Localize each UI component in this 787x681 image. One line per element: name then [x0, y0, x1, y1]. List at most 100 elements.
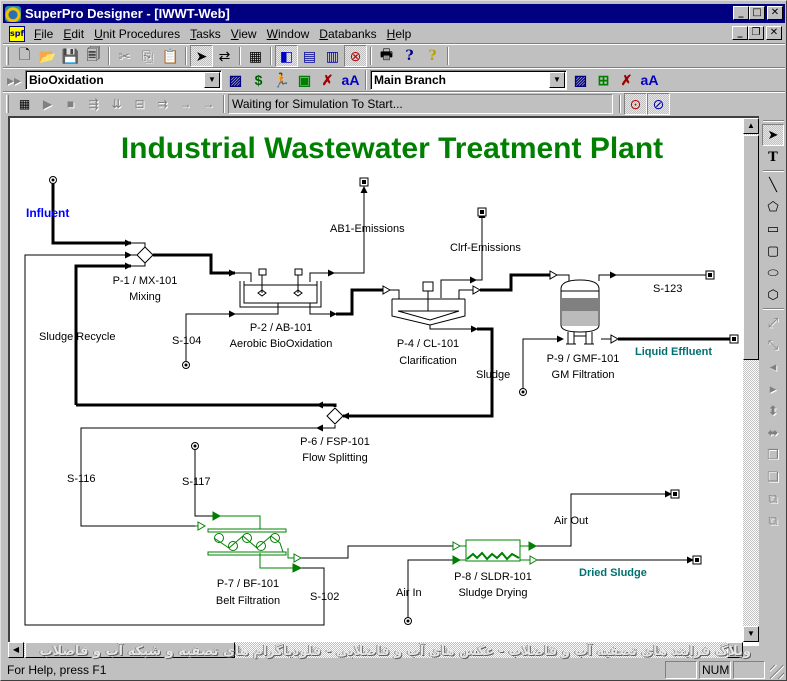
- step-procedure-icon[interactable]: ⇊: [111, 97, 122, 111]
- text-tool-icon[interactable]: T: [768, 149, 778, 165]
- sink-clrf-icon[interactable]: [477, 207, 487, 217]
- menu-tasks[interactable]: Tasks: [190, 26, 221, 41]
- section-labor-icon[interactable]: 🏃: [272, 71, 291, 88]
- stream-clarified-water[interactable]: [480, 273, 550, 292]
- new-branch-icon[interactable]: ⊞: [597, 71, 610, 88]
- select-arrow-icon[interactable]: ➤: [762, 124, 784, 146]
- source-gmf-icon[interactable]: [519, 388, 527, 396]
- delete-branch-icon[interactable]: ✗: [620, 71, 633, 88]
- rename-section-icon[interactable]: aA: [341, 72, 360, 88]
- stream-gmf-wash[interactable]: [522, 338, 563, 392]
- mdi-close-button[interactable]: ✕: [766, 26, 782, 40]
- paste-icon[interactable]: 📋: [161, 47, 180, 64]
- document-icon[interactable]: spf: [9, 25, 25, 42]
- stream-s102-return[interactable]: [24, 254, 131, 619]
- menu-unit-procedures[interactable]: Unit Procedures: [94, 26, 181, 41]
- step-section-icon[interactable]: ⊟: [134, 97, 145, 111]
- stream-influent[interactable]: [51, 183, 131, 245]
- step-into-icon[interactable]: →: [179, 97, 192, 111]
- stream-air-in[interactable]: [407, 559, 453, 621]
- line-tool-icon[interactable]: ╲: [769, 177, 777, 192]
- select-pointer-icon[interactable]: ➤: [190, 45, 213, 67]
- section-select[interactable]: BioOxidation ▼: [25, 70, 222, 90]
- polyline-tool-icon[interactable]: ⬠: [767, 199, 779, 214]
- rename-branch-icon[interactable]: aA: [640, 72, 659, 88]
- resize-grip[interactable]: [770, 665, 784, 679]
- flowsheet-canvas[interactable]: Industrial Wastewater Treatment Plant: [8, 116, 759, 646]
- toolbar-grip[interactable]: [6, 95, 9, 113]
- rounded-rect-tool-icon[interactable]: ▢: [766, 243, 780, 258]
- scroll-right-button[interactable]: ▶: [727, 642, 743, 658]
- breakpoint-clear-icon[interactable]: ⊘: [647, 93, 670, 115]
- sink-ab1-icon[interactable]: [359, 177, 369, 187]
- save-icon[interactable]: 💾: [61, 47, 80, 64]
- vertical-scrollbar[interactable]: ▲ ▼: [743, 118, 759, 642]
- stream-ab1-emissions[interactable]: [309, 187, 365, 282]
- align-horizontal-icon[interactable]: ⬌: [767, 425, 779, 440]
- scroll-down-button[interactable]: ▼: [743, 626, 759, 642]
- horizontal-scrollbar[interactable]: ◀ ▶: [8, 642, 743, 658]
- stream-sludge[interactable]: [343, 327, 494, 418]
- sink-air-out-icon[interactable]: [670, 489, 680, 499]
- section-properties-icon[interactable]: ▨: [228, 71, 243, 88]
- help-icon[interactable]: ?: [428, 48, 437, 64]
- toolbar-expand-icon[interactable]: ▸▸: [6, 71, 22, 88]
- source-s117-icon[interactable]: [191, 442, 199, 450]
- align-vertical-icon[interactable]: ⬍: [767, 403, 779, 418]
- stream-sludge-recycle[interactable]: [74, 264, 131, 405]
- source-influent-icon[interactable]: [49, 176, 57, 184]
- solve-mb-icon[interactable]: ▦: [18, 97, 31, 111]
- run-icon[interactable]: ▶: [42, 97, 53, 111]
- stream-mixer-out[interactable]: [153, 253, 235, 275]
- branch-properties-icon[interactable]: ▨: [573, 71, 588, 88]
- scroll-left-button[interactable]: ◀: [8, 642, 24, 658]
- breakpoint-set-icon[interactable]: ⊙: [624, 93, 647, 115]
- vertical-scroll-thumb[interactable]: [743, 135, 759, 360]
- section-cost-icon[interactable]: $: [254, 72, 263, 88]
- equipment-table-icon[interactable]: ▥: [325, 47, 340, 64]
- calculator-icon[interactable]: ▦: [248, 47, 263, 64]
- mdi-minimize-button[interactable]: _: [732, 26, 748, 40]
- delete-table-icon[interactable]: ⊗: [344, 45, 367, 67]
- clarifier-icon[interactable]: [391, 281, 466, 326]
- stream-s104[interactable]: [185, 313, 235, 365]
- stream-sludge-recycle-out[interactable]: [76, 403, 337, 407]
- context-help-icon[interactable]: ?: [405, 48, 414, 64]
- stream-air-out[interactable]: [533, 493, 671, 547]
- menu-edit[interactable]: Edit: [63, 26, 85, 41]
- group-icon[interactable]: ⧉: [768, 491, 778, 506]
- rectangle-tool-icon[interactable]: ▭: [766, 221, 780, 236]
- sink-liquid-effluent-icon[interactable]: [729, 334, 739, 344]
- send-back-icon[interactable]: ❏: [767, 469, 779, 484]
- new-icon[interactable]: 🗋: [18, 46, 31, 62]
- stop-icon[interactable]: ■: [66, 97, 75, 111]
- section-dropdown-icon[interactable]: ▼: [204, 72, 220, 88]
- granular-media-filter-icon[interactable]: [560, 279, 600, 345]
- connect-streams-icon[interactable]: ⇄: [218, 47, 231, 64]
- minimize-button[interactable]: _: [733, 6, 749, 20]
- flow-splitter-icon[interactable]: [326, 407, 344, 425]
- menu-view[interactable]: View: [230, 26, 257, 41]
- stream-aerobic-out[interactable]: [336, 288, 383, 316]
- stream-s123[interactable]: [598, 274, 706, 281]
- save-all-icon[interactable]: 🗐: [86, 46, 101, 62]
- stream-belt-cake[interactable]: [301, 545, 468, 559]
- branch-select[interactable]: Main Branch ▼: [370, 70, 567, 90]
- copy-icon[interactable]: ⎘: [141, 47, 154, 64]
- connect-icon[interactable]: ⤢: [767, 315, 779, 330]
- sink-s123-icon[interactable]: [705, 270, 715, 280]
- mixer-unit-icon[interactable]: [136, 246, 154, 264]
- menu-file[interactable]: File: [34, 26, 54, 41]
- toggle-shapes-icon[interactable]: ◧: [275, 45, 298, 67]
- scroll-up-button[interactable]: ▲: [743, 118, 759, 134]
- stream-clrf-emissions[interactable]: [440, 212, 483, 298]
- align-right-icon[interactable]: ▸: [769, 381, 777, 396]
- source-s104-icon[interactable]: [182, 361, 190, 369]
- source-air-in-icon[interactable]: [404, 617, 412, 625]
- ungroup-icon[interactable]: ⧉: [768, 513, 778, 528]
- aerobic-bioreactor-icon[interactable]: [239, 268, 322, 308]
- bring-front-icon[interactable]: ❐: [767, 447, 779, 462]
- toolbar-grip[interactable]: [6, 47, 9, 65]
- print-icon[interactable]: 🖶: [379, 46, 394, 62]
- maximize-button[interactable]: □: [749, 6, 765, 20]
